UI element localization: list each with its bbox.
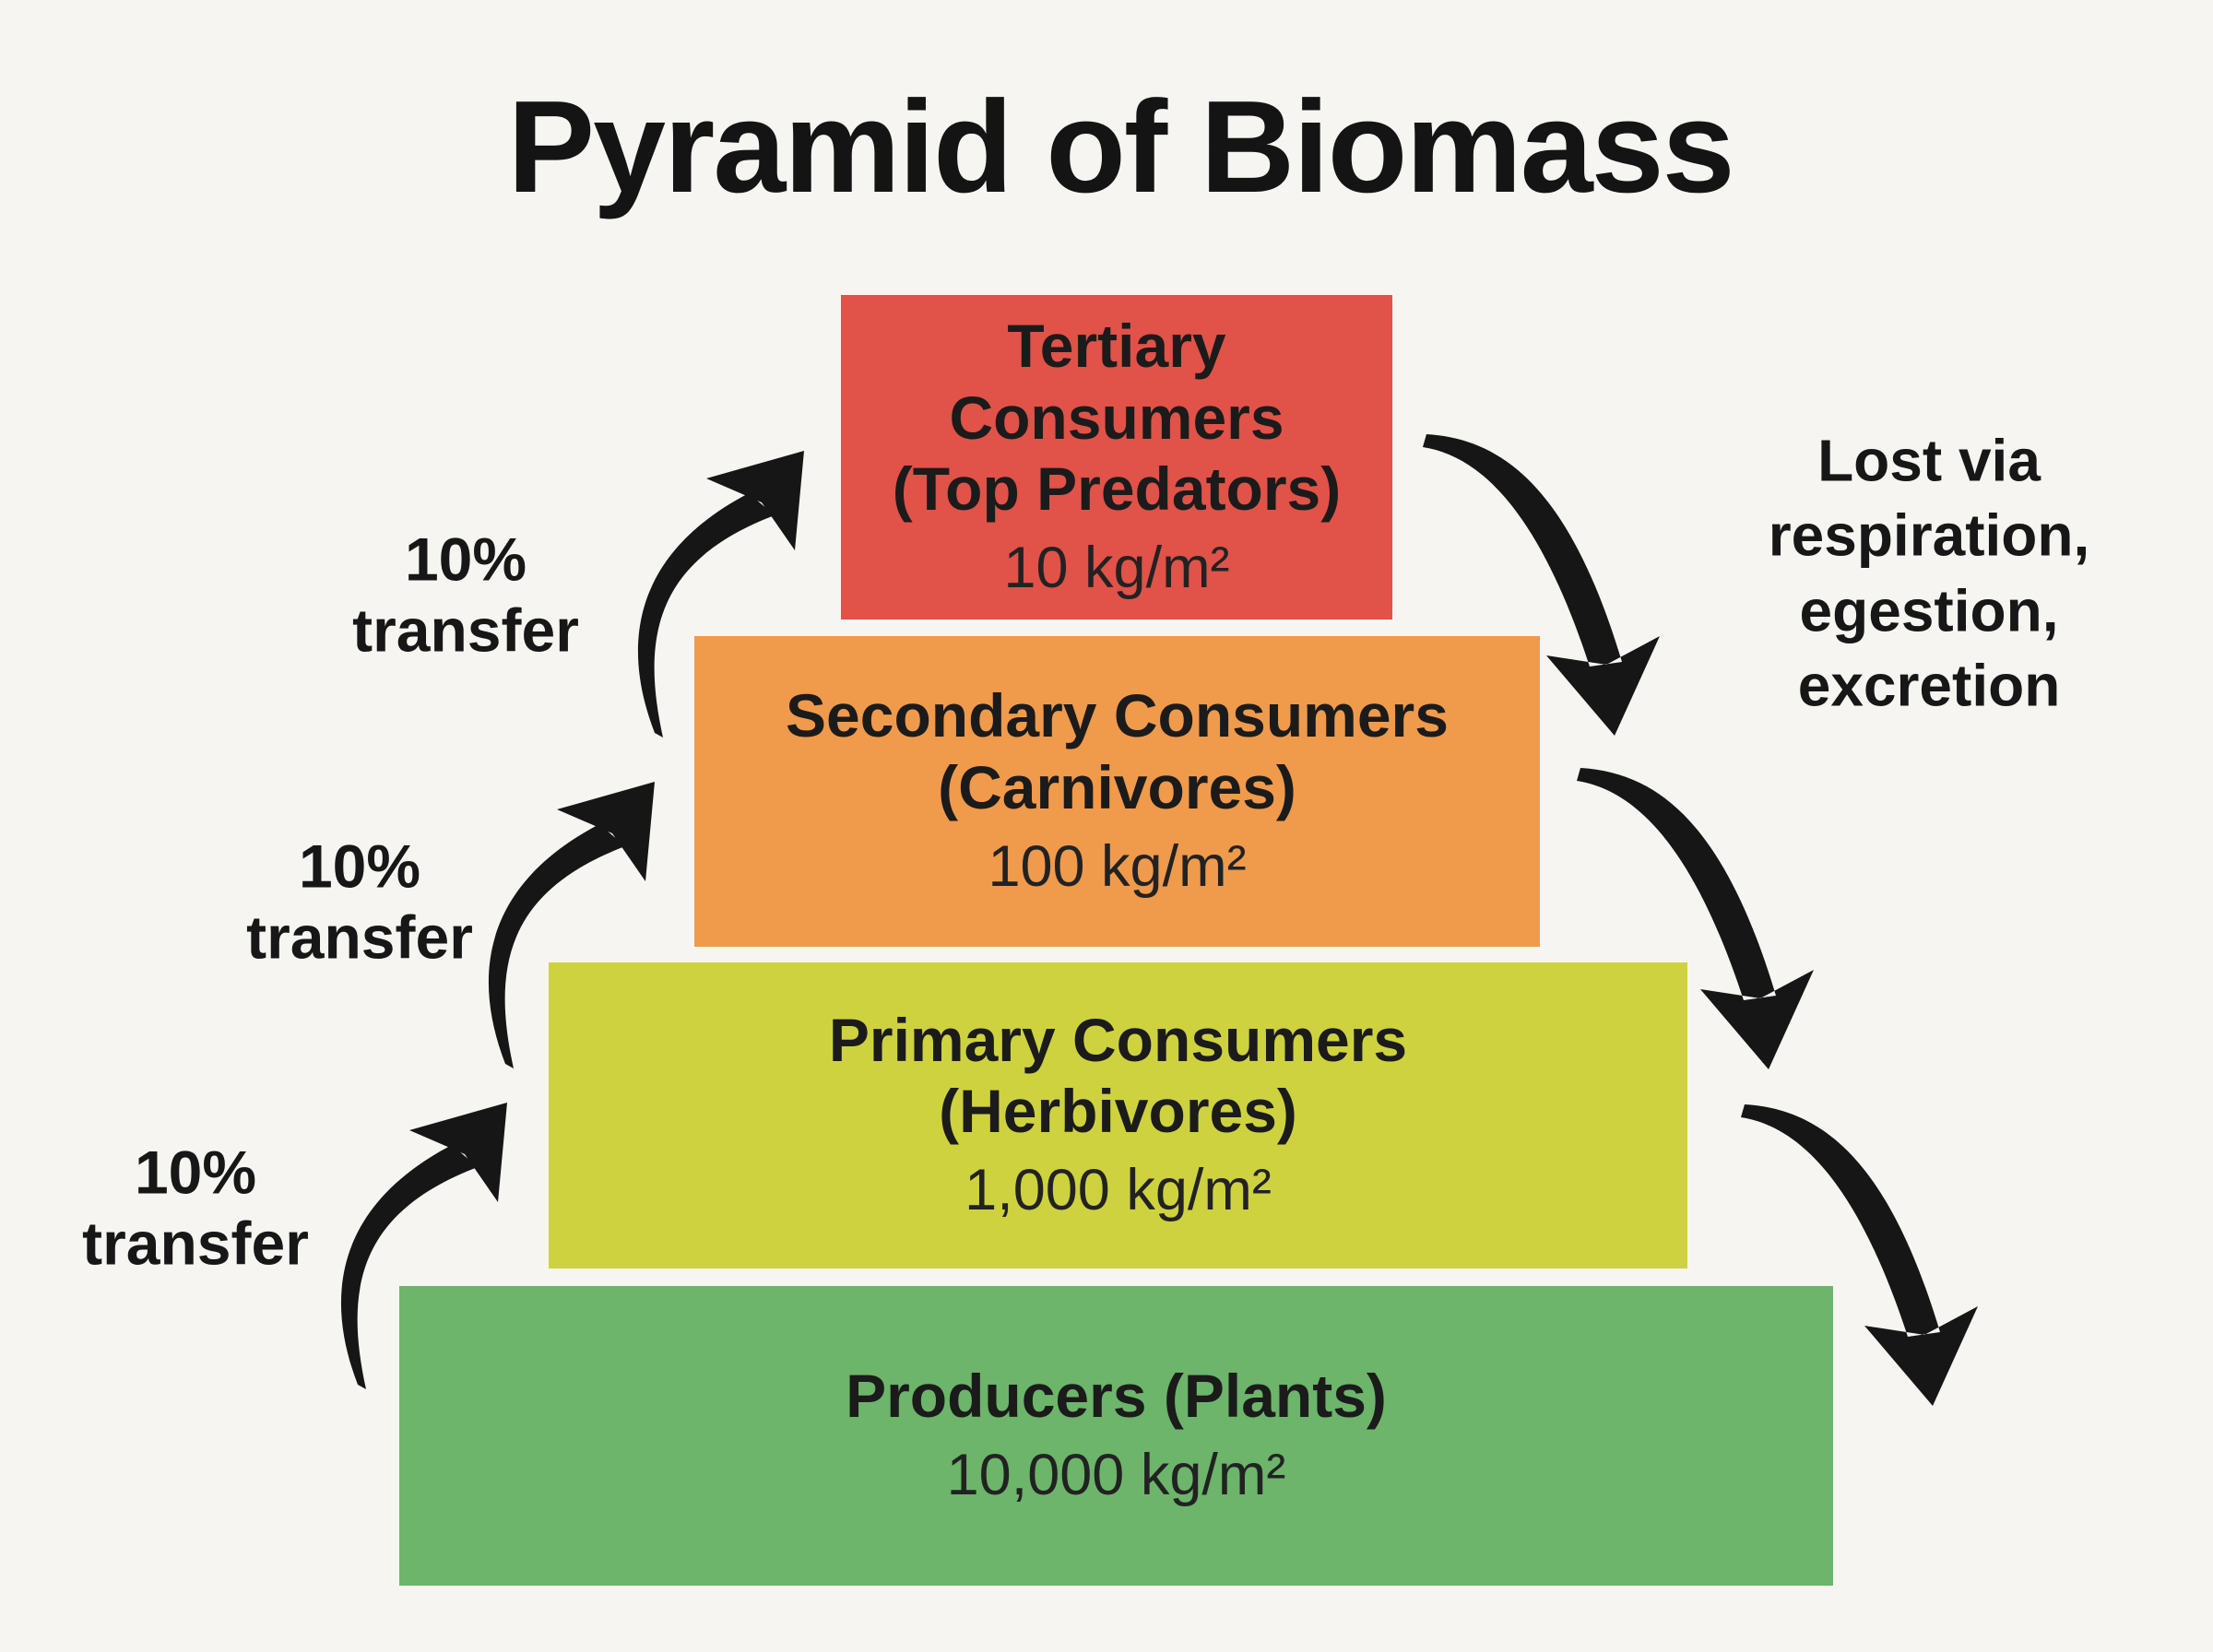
level-biomass-value: 10,000 kg/m² <box>946 1443 1286 1508</box>
transfer-label-producers-to-primary: 10% transfer <box>82 1137 309 1278</box>
loss-label-line: egestion, <box>1799 577 2059 643</box>
level-name-line: (Top Predators) <box>892 454 1342 523</box>
level-name-line: Primary Consumers <box>828 1005 1408 1074</box>
loss-label-line: Lost via <box>1817 427 2041 494</box>
transfer-label-line: 10% <box>134 1138 257 1207</box>
level-name-line: (Herbivores) <box>939 1077 1297 1146</box>
transfer-label-line: transfer <box>352 596 579 664</box>
transfer-label-line: transfer <box>246 903 473 971</box>
level-producers: Producers (Plants) 10,000 kg/m² <box>399 1286 1833 1586</box>
level-secondary-consumers: Secondary Consumers (Carnivores) 100 kg/… <box>694 636 1540 947</box>
transfer-label-secondary-to-tertiary: 10% transfer <box>352 524 579 665</box>
level-tertiary-consumers: Tertiary Consumers (Top Predators) 10 kg… <box>841 295 1392 620</box>
loss-label: Lost via respiration, egestion, excretio… <box>1769 423 2090 723</box>
level-name-line: Secondary Consumers <box>786 681 1449 750</box>
transfer-label-line: 10% <box>298 832 421 901</box>
diagram-title: Pyramid of Biomass <box>507 74 1734 220</box>
level-name-line: Producers (Plants) <box>846 1362 1387 1431</box>
transfer-label-line: transfer <box>82 1209 309 1277</box>
level-biomass-value: 10 kg/m² <box>1003 536 1230 601</box>
level-name-line: Tertiary <box>1007 312 1226 381</box>
level-biomass-value: 1,000 kg/m² <box>964 1158 1272 1223</box>
level-primary-consumers: Primary Consumers (Herbivores) 1,000 kg/… <box>549 962 1687 1268</box>
transfer-label-line: 10% <box>404 525 527 594</box>
level-name-line: (Carnivores) <box>938 752 1296 821</box>
transfer-label-primary-to-secondary: 10% transfer <box>246 831 473 972</box>
loss-label-line: excretion <box>1797 652 2061 719</box>
level-name-line: Consumers <box>949 383 1284 452</box>
level-biomass-value: 100 kg/m² <box>988 833 1247 899</box>
loss-label-line: respiration, <box>1768 502 2090 569</box>
